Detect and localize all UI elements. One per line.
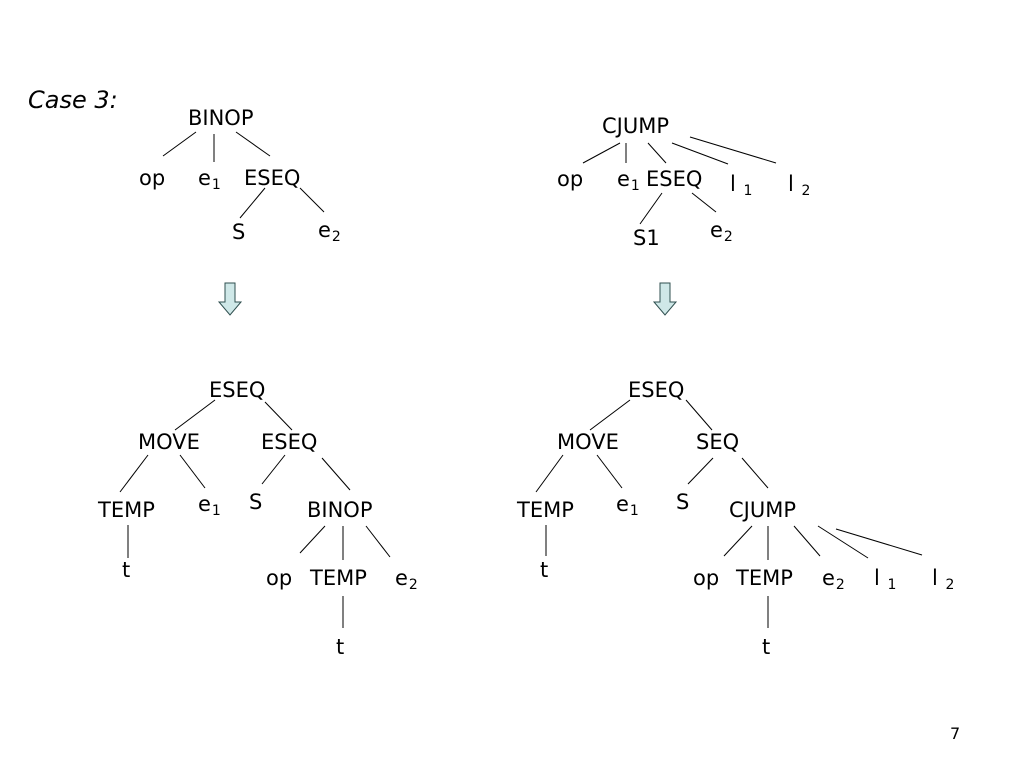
node-e2: e2 — [822, 566, 845, 593]
node-move: MOVE — [138, 430, 200, 454]
node-temp: TEMP — [517, 498, 574, 522]
node-eseq-root: ESEQ — [628, 378, 685, 402]
node-t: t — [336, 635, 345, 659]
node-eseq-root: ESEQ — [209, 378, 266, 402]
node-e1: e1 — [198, 492, 221, 519]
edge — [671, 142, 729, 165]
edge — [174, 399, 216, 431]
edge — [582, 142, 621, 164]
node-temp: TEMP — [98, 498, 155, 522]
node-s: S — [232, 220, 246, 244]
edge — [119, 454, 149, 493]
down-arrow-icon — [652, 282, 678, 316]
node-op: op — [693, 566, 720, 590]
node-temp: TEMP — [310, 566, 367, 590]
edge — [687, 457, 714, 485]
edge — [179, 454, 206, 489]
node-eseq: ESEQ — [646, 167, 703, 191]
edge — [647, 142, 667, 164]
node-s1: S1 — [633, 226, 660, 250]
node-op: op — [557, 167, 584, 191]
node-eseq: ESEQ — [261, 430, 318, 454]
edge — [235, 131, 271, 157]
node-t: t — [540, 558, 549, 582]
edge — [741, 457, 769, 489]
node-l2: l 2 — [932, 566, 955, 593]
edge — [239, 187, 266, 219]
node-l1: l 1 — [730, 172, 753, 199]
edge — [817, 525, 869, 559]
node-cjump: CJUMP — [602, 114, 670, 138]
down-arrow-icon — [217, 282, 243, 316]
edge — [723, 525, 753, 557]
node-e1: e1 — [617, 167, 640, 194]
node-l2: l 2 — [788, 172, 811, 199]
node-op: op — [139, 166, 166, 190]
page-number: 7 — [950, 724, 961, 743]
edge — [321, 457, 351, 491]
node-e1: e1 — [616, 492, 639, 519]
edge — [689, 136, 777, 164]
node-e2: e2 — [318, 218, 341, 245]
node-e1: e1 — [198, 166, 221, 193]
edge — [365, 525, 391, 558]
node-binop: BINOP — [307, 498, 373, 522]
node-op: op — [266, 566, 293, 590]
node-cjump: CJUMP — [729, 498, 797, 522]
node-eseq: ESEQ — [244, 166, 301, 190]
edge — [299, 525, 326, 554]
edge — [691, 192, 717, 213]
edge — [589, 399, 631, 431]
node-s: S — [676, 490, 690, 514]
node-t: t — [762, 635, 771, 659]
edge — [261, 454, 286, 485]
edge — [535, 454, 564, 493]
node-t: t — [122, 558, 131, 582]
node-seq: SEQ — [696, 430, 740, 454]
node-move: MOVE — [557, 430, 619, 454]
edge — [835, 528, 923, 556]
node-s: S — [249, 490, 263, 514]
edge — [596, 454, 623, 489]
node-l1: l 1 — [874, 566, 897, 593]
edge — [639, 192, 663, 225]
edge — [793, 525, 821, 557]
node-binop: BINOP — [188, 106, 254, 130]
edge — [162, 131, 197, 157]
edge — [264, 401, 293, 431]
node-temp: TEMP — [736, 566, 793, 590]
case-title: Case 3: — [28, 86, 118, 114]
node-e2: e2 — [710, 218, 733, 245]
edge — [685, 399, 713, 431]
edge — [299, 187, 325, 213]
node-e2: e2 — [395, 566, 418, 593]
